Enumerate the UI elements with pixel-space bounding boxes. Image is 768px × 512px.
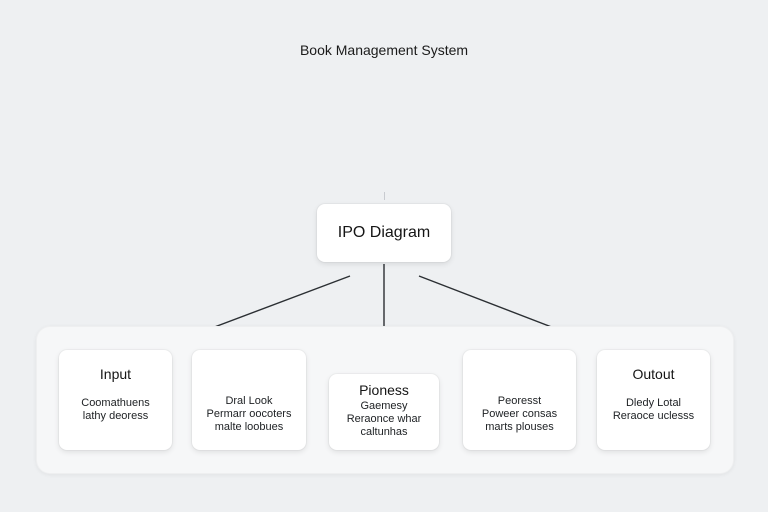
output-card-2[interactable]: Outout Dledy Lotal Reraoce uclesss [597, 350, 710, 450]
input-card-2-line: malte loobues [214, 421, 284, 433]
process-card[interactable]: Pioness Gaemesy Reraonce whar caltunhas [329, 374, 439, 450]
page-title: Book Management System [299, 42, 469, 58]
output-card-1-line: Poweer consas [481, 408, 558, 420]
root-node-label: IPO Diagram [337, 224, 431, 241]
process-heading: Pioness [359, 382, 409, 398]
input-card-1-line: lathy deoress [82, 410, 149, 422]
output-card-1-line: marts plouses [485, 421, 554, 433]
process-card-line: Reraonce whar [346, 413, 422, 425]
output-card-1-line: Peoresst [497, 395, 542, 407]
top-connector-tick [384, 192, 385, 200]
output-card-2-line: Dledy Lotal [625, 397, 682, 409]
input-card-2[interactable]: Dral Look Permarr oocoters malte loobues [192, 350, 306, 450]
output-heading: Outout [632, 366, 675, 382]
output-card-1[interactable]: Peoresst Poweer consas marts plouses [463, 350, 576, 450]
input-card-2-line: Dral Look [225, 395, 273, 407]
root-node-ipo-diagram[interactable]: IPO Diagram [317, 204, 451, 262]
output-card-2-line: Reraoce uclesss [612, 410, 695, 422]
process-card-line: caltunhas [360, 426, 408, 438]
input-card-1[interactable]: Input Coomathuens lathy deoress [59, 350, 172, 450]
input-heading: Input [99, 366, 132, 382]
input-card-1-line: Coomathuens [81, 397, 150, 409]
input-card-2-line: Permarr oocoters [206, 408, 292, 420]
process-card-line: Gaemesy [360, 400, 408, 412]
